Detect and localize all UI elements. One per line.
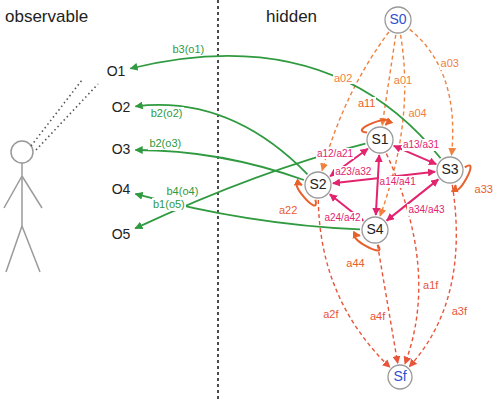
observation-label: O5 [110, 226, 133, 244]
transition-probability: a12/a21 [316, 148, 354, 160]
state-name: S2 [309, 177, 326, 192]
final-transition [318, 200, 390, 367]
transition-probability: a3f [451, 305, 468, 318]
observation-label: O4 [110, 181, 133, 199]
emission-arrow [135, 144, 365, 229]
final-state: Sf [387, 364, 413, 390]
observer-figure [4, 141, 42, 272]
transition-probability: a01 [393, 74, 413, 87]
state-name: S4 [366, 222, 383, 237]
transition-probability: a11 [357, 97, 377, 110]
state-name: S3 [441, 162, 458, 177]
observation-name: O4 [112, 182, 131, 197]
state-name: S1 [371, 132, 388, 147]
start-transition [410, 29, 453, 155]
transition-probability: a03 [440, 57, 460, 70]
emission-probability: b2(o2) [150, 107, 184, 120]
transition-probability: a14/a41 [379, 176, 417, 188]
final-transition [378, 245, 398, 363]
observation-name: O3 [112, 142, 131, 157]
transition-probability: a2f [322, 308, 339, 321]
observation-label: O1 [105, 63, 128, 81]
emission-probability: b2(o3) [148, 137, 182, 150]
start-transition [380, 35, 405, 216]
emission-probability: b1(o5) [152, 198, 186, 211]
observation-name: O2 [112, 100, 131, 115]
section-heading: observable [5, 7, 88, 27]
transition-probability: a22 [278, 204, 298, 217]
hidden-state: S1 [366, 126, 394, 154]
observation-name: O1 [107, 64, 126, 79]
state-name: S0 [389, 12, 406, 27]
state-name: Sf [393, 369, 406, 384]
transition-probability: a04 [407, 107, 427, 120]
transition-probability: a23/a32 [334, 166, 372, 178]
emission-probability: b3(o1) [171, 43, 205, 56]
section-heading: hidden [266, 7, 317, 27]
hidden-state: S4 [361, 216, 389, 244]
observation-name: O5 [112, 227, 131, 242]
emission-arrow [130, 56, 440, 158]
emission-arrow [136, 150, 304, 180]
transition-probability: a02 [333, 72, 353, 85]
observation-label: O3 [110, 141, 133, 159]
start-state: S0 [384, 6, 412, 34]
transition-probability: a1f [422, 279, 439, 292]
transition-probability: a24/a42 [323, 212, 361, 224]
gaze-lines [31, 80, 98, 150]
transition-probability: a4f [369, 310, 386, 323]
hidden-state: S3 [436, 156, 464, 184]
transition-probability: a34/a43 [407, 204, 445, 216]
hidden-state: S2 [304, 171, 332, 199]
transition-probability: a44 [345, 257, 365, 270]
emission-probability: b4(o4) [166, 185, 200, 198]
transition-probability: a33 [474, 183, 494, 196]
observation-label: O2 [110, 99, 133, 117]
transition-probability: a13/a31 [402, 139, 440, 151]
emission-arrow [136, 105, 308, 174]
divider-line [217, 0, 219, 401]
